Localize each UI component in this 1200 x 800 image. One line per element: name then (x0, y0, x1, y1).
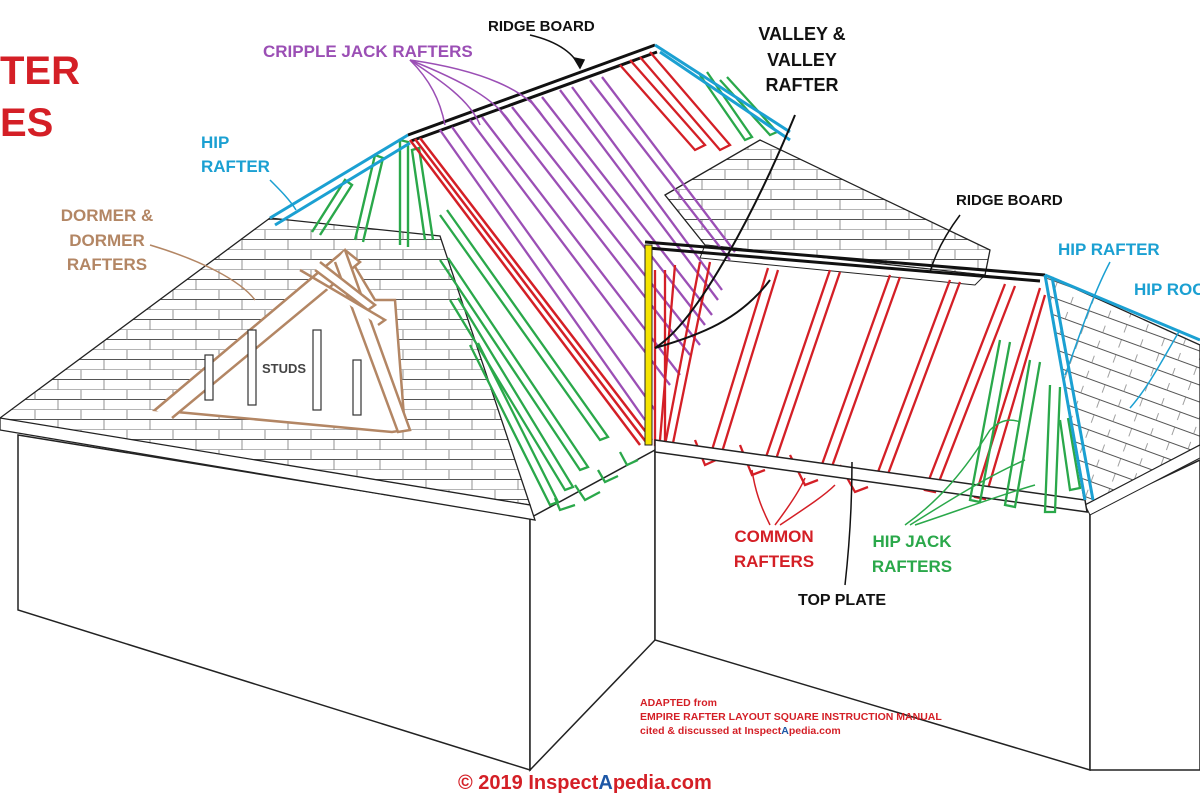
cited-suffix: pedia.com (788, 725, 841, 738)
dormer-label-line3: RAFTERS (66, 255, 148, 275)
valley-label-line3: RAFTER (765, 75, 839, 96)
back-hip-rafter (654, 43, 791, 142)
valley-label-line1: VALLEY & (758, 24, 846, 44)
common-rafters-line2: RAFTERS (733, 551, 815, 571)
hip-rafter-left-line1: HIP (201, 133, 230, 152)
dormer-rafters-label: DORMER & DORMER RAFTERS (52, 206, 162, 275)
copyright-suffix: pedia.com (612, 772, 712, 794)
common-rafters-line1: COMMON (734, 527, 814, 546)
hip-jack-rafters-line2: RAFTERS (871, 556, 953, 576)
main-hip-rafter-red (409, 137, 653, 446)
title-line-1: TER (0, 49, 80, 93)
dormer-label-line1: DORMER & (60, 206, 154, 225)
hip-jack-rafters-line1: HIP JACK (872, 532, 952, 551)
common-rafters-label: COMMON RAFTERS (724, 527, 824, 571)
dormer-studs (204, 329, 362, 416)
adapted-line1: ADAPTED from (640, 697, 718, 709)
hip-jack-rafters-label: HIP JACK RAFTERS (862, 532, 962, 576)
leader-arrows (149, 34, 1181, 586)
back-common-rafters (619, 51, 732, 152)
right-wall (654, 449, 1200, 772)
valley-rafter-yellow (644, 244, 653, 446)
cripple-jack-rafters-label: CRIPPLE JACK RAFTERS (263, 42, 473, 61)
hip-rafter-left-line2: RAFTER (201, 156, 270, 176)
copyright-highlight: A (598, 772, 613, 794)
back-hip-jacks (699, 71, 779, 142)
copyright-prefix: © 2019 Inspect (458, 772, 599, 794)
right-hip-rafter (1043, 273, 1200, 501)
hip-roof-label: HIP ROO (1134, 280, 1200, 299)
top-plate (654, 439, 1088, 513)
ridge-board-right-label: RIDGE BOARD (956, 192, 1063, 209)
cited-line: cited & discussed at InspectApedia.com (640, 725, 942, 737)
copyright-notice: © 2019 InspectApedia.com (458, 772, 712, 795)
adapted-from-credit: ADAPTED from EMPIRE RAFTER LAYOUT SQUARE… (640, 697, 942, 737)
center-wall (529, 448, 656, 772)
left-front-hip-jack-rafters (439, 209, 639, 512)
right-hip-jack-rafters (968, 339, 1082, 514)
top-plate-label: TOP PLATE (798, 592, 887, 609)
left-hip-jack-rafters (310, 138, 435, 247)
right-ridge-board (644, 240, 1046, 283)
hip-rafter-left-label: HIP RAFTER (201, 133, 270, 176)
cited-prefix: cited & discussed at Inspect (640, 725, 782, 738)
dormer-label-line2: DORMER (69, 230, 145, 250)
title-line-2: ES (0, 101, 54, 145)
cited-highlight: A (781, 725, 789, 738)
valley-rafter-label: VALLEY & VALLEY RAFTER (752, 24, 852, 96)
main-ridge-board (407, 43, 658, 143)
valley-label-line2: VALLEY (767, 49, 837, 70)
adapted-line2: EMPIRE RAFTER LAYOUT SQUARE INSTRUCTION … (640, 711, 942, 724)
ridge-board-top-label: RIDGE BOARD (488, 18, 595, 35)
hip-rafter-right-label: HIP RAFTER (1058, 240, 1160, 259)
studs-label: STUDS (262, 361, 307, 376)
dormer (151, 248, 412, 434)
cripple-jack-rafters (439, 76, 736, 421)
left-hip-rafter (269, 133, 411, 227)
